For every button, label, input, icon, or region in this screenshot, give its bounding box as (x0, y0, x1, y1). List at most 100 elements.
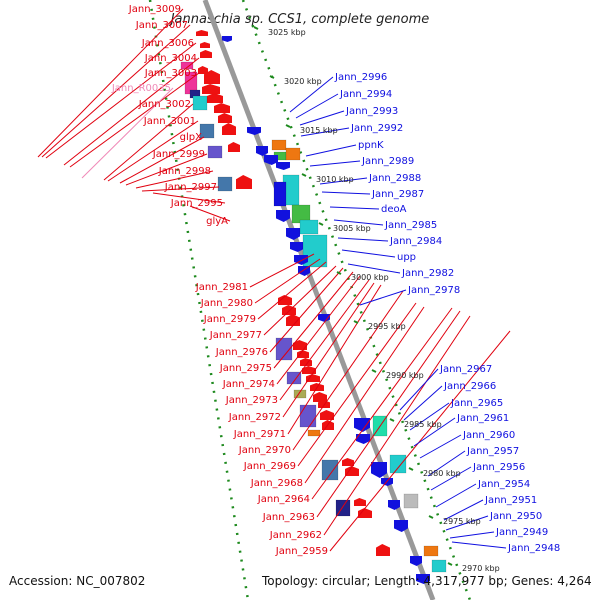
gene-feature-box[interactable] (273, 181, 287, 207)
forward-gene-label[interactable]: Jann_2971 (233, 429, 286, 440)
reverse-gene-label[interactable]: Jann_2985 (384, 220, 437, 231)
reverse-gene-arrow[interactable] (371, 462, 387, 478)
gene-feature-box[interactable] (423, 545, 439, 557)
forward-gene-label[interactable]: Jann_2969 (243, 461, 296, 472)
gene-feature-box[interactable] (207, 145, 223, 159)
forward-gene-arrow[interactable] (204, 70, 220, 84)
forward-gene-label[interactable]: Jann_2959 (275, 546, 328, 557)
reverse-gene-label[interactable]: Jann_2994 (339, 89, 392, 100)
gene-feature-box[interactable] (389, 454, 407, 474)
reverse-gene-label[interactable]: deoA (381, 204, 407, 215)
forward-gene-label[interactable]: Jann_R0035 (111, 83, 171, 94)
gene-feature-box[interactable] (285, 147, 301, 161)
forward-gene-arrow[interactable] (313, 392, 327, 402)
reverse-gene-arrow[interactable] (222, 36, 232, 42)
forward-gene-label[interactable]: Jann_2964 (257, 494, 310, 505)
gene-feature-box[interactable] (271, 139, 287, 151)
reverse-gene-label[interactable]: upp (397, 252, 416, 263)
forward-gene-arrow[interactable] (376, 544, 390, 556)
forward-gene-arrow[interactable] (198, 66, 208, 74)
forward-gene-label[interactable]: Jann_2981 (195, 282, 248, 293)
reverse-gene-arrow[interactable] (264, 155, 278, 165)
gene-feature-box[interactable] (199, 123, 215, 139)
forward-gene-label[interactable]: Jann_3006 (141, 38, 194, 49)
gene-feature-box[interactable] (293, 389, 307, 399)
forward-gene-arrow[interactable] (196, 30, 208, 36)
reverse-gene-arrow[interactable] (256, 146, 268, 156)
reverse-gene-label[interactable]: Jann_2951 (484, 495, 537, 506)
forward-gene-label[interactable]: Jann_2998 (158, 166, 211, 177)
forward-gene-label[interactable]: Jann_3007 (135, 20, 188, 31)
reverse-gene-arrow[interactable] (276, 162, 290, 170)
reverse-gene-arrow[interactable] (286, 228, 300, 240)
reverse-gene-arrow[interactable] (388, 500, 400, 510)
gene-feature-box[interactable] (299, 219, 319, 235)
reverse-gene-arrow[interactable] (410, 556, 422, 566)
reverse-gene-label[interactable]: Jann_2996 (334, 72, 387, 83)
reverse-gene-label[interactable]: Jann_2987 (371, 189, 424, 200)
forward-gene-label[interactable]: Jann_2997 (164, 182, 217, 193)
reverse-gene-label[interactable]: Jann_2950 (489, 511, 542, 522)
forward-gene-label[interactable]: Jann_3009 (128, 4, 181, 15)
forward-gene-label[interactable]: Jann_2977 (209, 330, 262, 341)
reverse-gene-label[interactable]: Jann_2984 (389, 236, 442, 247)
forward-gene-arrow[interactable] (354, 498, 366, 506)
reverse-gene-arrow[interactable] (298, 266, 310, 276)
reverse-gene-arrow[interactable] (276, 210, 290, 222)
forward-gene-arrow[interactable] (358, 508, 372, 518)
forward-gene-label[interactable]: Jann_2980 (200, 298, 253, 309)
forward-gene-label[interactable]: Jann_2970 (238, 445, 291, 456)
gene-feature-box[interactable] (180, 61, 194, 70)
reverse-gene-arrow[interactable] (356, 434, 370, 444)
forward-gene-label[interactable]: glpX (180, 132, 202, 143)
reverse-gene-label[interactable]: Jann_2948 (507, 543, 560, 554)
reverse-gene-arrow[interactable] (247, 127, 261, 135)
forward-gene-label[interactable]: Jann_2963 (262, 512, 315, 523)
forward-gene-label[interactable]: Jann_2973 (225, 395, 278, 406)
reverse-gene-arrow[interactable] (290, 242, 304, 252)
reverse-gene-arrow[interactable] (394, 520, 408, 532)
forward-gene-arrow[interactable] (342, 458, 354, 466)
reverse-gene-arrow[interactable] (354, 418, 370, 432)
forward-gene-arrow[interactable] (200, 42, 210, 48)
gene-feature-box[interactable] (275, 337, 293, 361)
forward-gene-label[interactable]: Jann_2974 (222, 379, 275, 390)
forward-gene-arrow[interactable] (236, 175, 252, 189)
gene-feature-box[interactable] (307, 429, 321, 437)
forward-gene-label[interactable]: Jann_2972 (228, 412, 281, 423)
forward-gene-arrow[interactable] (302, 366, 316, 374)
reverse-gene-label[interactable]: Jann_2982 (401, 268, 454, 279)
reverse-gene-label[interactable]: Jann_2967 (439, 364, 492, 375)
reverse-gene-label[interactable]: ppnK (358, 140, 384, 151)
forward-gene-label[interactable]: glyA (206, 216, 228, 227)
reverse-gene-label[interactable]: Jann_2966 (443, 381, 496, 392)
gene-feature-box[interactable] (299, 404, 317, 428)
forward-gene-arrow[interactable] (297, 350, 309, 358)
forward-gene-label[interactable]: Jann_2962 (269, 530, 322, 541)
reverse-gene-arrow[interactable] (318, 314, 330, 322)
forward-gene-label[interactable]: Jann_2968 (250, 478, 303, 489)
reverse-gene-label[interactable]: Jann_2957 (466, 446, 519, 457)
forward-gene-label[interactable]: Jann_3003 (144, 68, 197, 79)
reverse-gene-label[interactable]: Jann_2956 (472, 462, 525, 473)
gene-feature-box[interactable] (431, 559, 447, 573)
forward-gene-label[interactable]: Jann_3004 (144, 53, 197, 64)
gene-feature-box[interactable] (321, 459, 339, 481)
forward-gene-arrow[interactable] (202, 84, 220, 94)
gene-feature-box[interactable] (286, 371, 302, 385)
forward-gene-arrow[interactable] (228, 142, 240, 152)
forward-gene-arrow[interactable] (306, 374, 320, 382)
forward-gene-arrow[interactable] (300, 358, 312, 366)
forward-gene-arrow[interactable] (218, 113, 232, 123)
forward-gene-label[interactable]: Jann_2995 (170, 198, 223, 209)
reverse-gene-arrow[interactable] (416, 574, 430, 584)
reverse-gene-label[interactable]: Jann_2988 (368, 173, 421, 184)
reverse-gene-label[interactable]: Jann_2978 (407, 285, 460, 296)
forward-gene-arrow[interactable] (318, 400, 330, 408)
forward-gene-label[interactable]: Jann_2979 (203, 314, 256, 325)
forward-gene-label[interactable]: Jann_2975 (219, 363, 272, 374)
reverse-gene-label[interactable]: Jann_2961 (456, 413, 509, 424)
reverse-gene-label[interactable]: Jann_2960 (462, 430, 515, 441)
reverse-gene-label[interactable]: Jann_2992 (350, 123, 403, 134)
gene-feature-box[interactable] (217, 176, 233, 192)
